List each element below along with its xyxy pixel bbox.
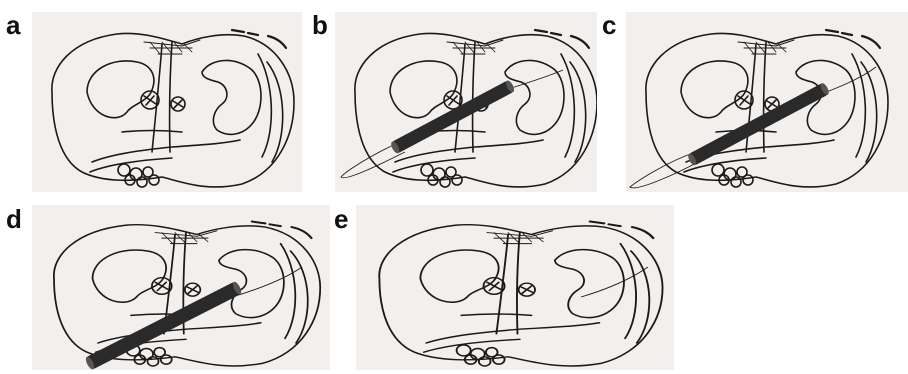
panel-label-b: b (312, 12, 328, 38)
suture-line (581, 267, 648, 297)
panel-label-d: d (6, 206, 22, 232)
panel-label-a: a (6, 12, 20, 38)
panel-d (32, 205, 330, 370)
panel-b (335, 12, 597, 192)
panel-a (32, 12, 302, 192)
suture-line (232, 267, 302, 297)
panel-c (626, 12, 908, 192)
knee-drawing-c (626, 12, 908, 192)
knee-drawing-e (356, 205, 674, 370)
panel-e (356, 205, 674, 370)
panel-label-e: e (334, 206, 348, 232)
knee-drawing-b (335, 12, 597, 192)
cannula (687, 82, 831, 167)
panel-label-c: c (602, 12, 616, 38)
knee-drawing-a (32, 12, 302, 192)
knee-drawing-d (32, 205, 330, 370)
